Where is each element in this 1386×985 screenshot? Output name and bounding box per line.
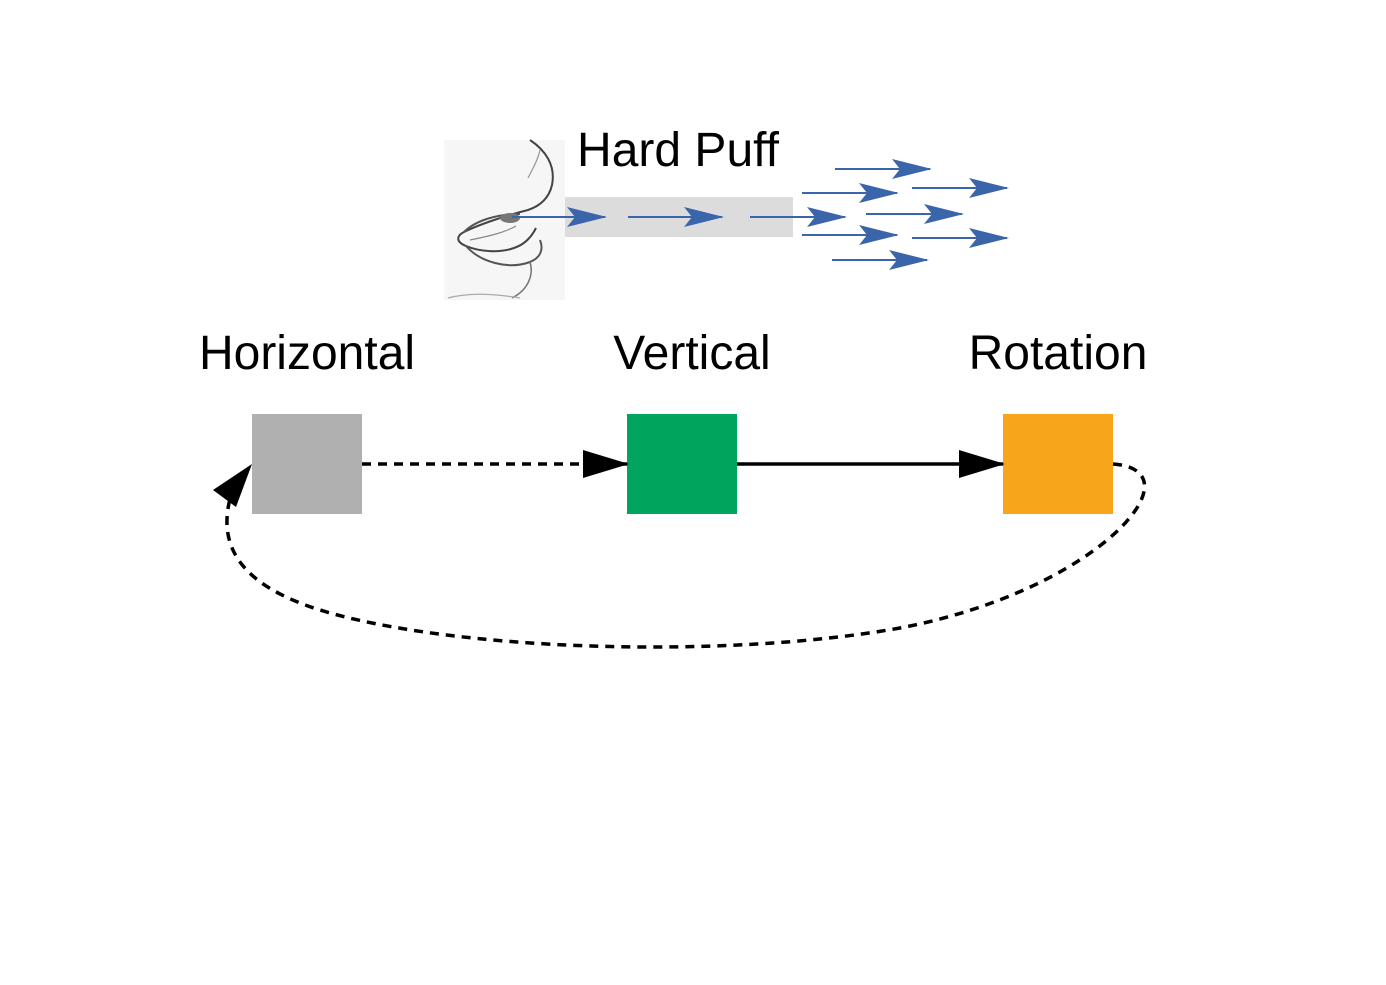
state-box-horizontal bbox=[252, 414, 362, 514]
state-box-vertical bbox=[627, 414, 737, 514]
state-box-rotation bbox=[1003, 414, 1113, 514]
transition-rotation-to-horizontal bbox=[225, 462, 1147, 649]
state-label-vertical: Vertical bbox=[613, 327, 770, 380]
mouth-blowing-icon bbox=[444, 139, 565, 300]
state-label-horizontal: Horizontal bbox=[199, 327, 415, 380]
state-label-rotation: Rotation bbox=[969, 327, 1148, 380]
transition-arrowhead bbox=[213, 464, 252, 507]
airflow-scatter-arrows bbox=[802, 159, 1009, 270]
puff-title: Hard Puff bbox=[577, 124, 780, 177]
